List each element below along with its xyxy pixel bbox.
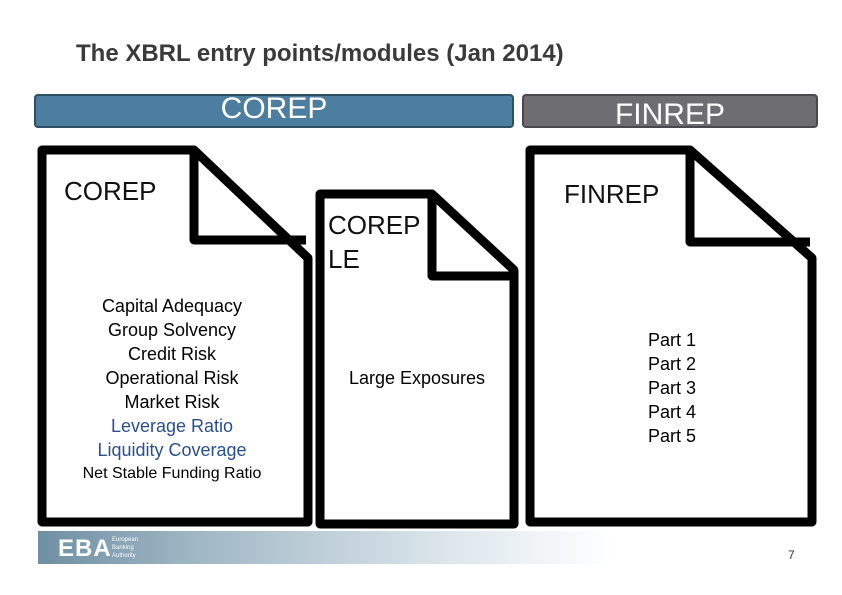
corep-banner: COREP — [34, 94, 514, 128]
eba-word: Authority — [112, 553, 136, 559]
eba-word: Banking — [112, 545, 134, 551]
footer-bar — [38, 531, 804, 564]
finrep-doc-title: FINREP — [564, 179, 660, 209]
page-number: 7 — [788, 548, 795, 562]
corep-document-icon — [37, 145, 313, 527]
eba-word: European — [112, 537, 139, 543]
list-item-leverage: Leverage Ratio — [110, 416, 234, 436]
list-item: Part 5 — [647, 426, 697, 446]
corep-le-doc-title-line2: LE — [328, 244, 360, 274]
list-item: Capital Adequacy — [101, 296, 243, 316]
list-item: Part 1 — [647, 330, 697, 350]
finrep-doc-items: Part 1 Part 2 Part 3 Part 4 Part 5 — [622, 328, 722, 448]
list-item: Operational Risk — [105, 368, 239, 388]
slide-title: The XBRL entry points/modules (Jan 2014) — [76, 40, 564, 67]
list-item: Part 4 — [647, 402, 697, 422]
list-item: Market Risk — [124, 392, 220, 412]
corep-doc-items: Capital Adequacy Group Solvency Credit R… — [72, 294, 272, 486]
list-item: Group Solvency — [107, 320, 237, 340]
corep-banner-label: COREP — [220, 92, 328, 125]
list-item: Part 2 — [647, 354, 697, 374]
eba-logo: EBA — [58, 535, 112, 562]
corep-doc-title: COREP — [64, 176, 157, 206]
finrep-document-icon — [525, 145, 817, 527]
list-item-nsfr: Net Stable Funding Ratio — [82, 465, 262, 482]
finrep-banner: FINREP — [522, 94, 818, 131]
eba-logo-words: European Banking Authority — [112, 536, 138, 560]
list-item: Credit Risk — [127, 344, 216, 364]
finrep-banner-label: FINREP — [614, 98, 725, 131]
corep-le-document-icon — [315, 189, 519, 529]
corep-le-doc-title-line1: COREP — [328, 210, 421, 240]
list-item: Part 3 — [647, 378, 697, 398]
corep-le-doc-item: Large Exposures — [348, 368, 486, 388]
list-item-liquidity: Liquidity Coverage — [97, 440, 247, 460]
